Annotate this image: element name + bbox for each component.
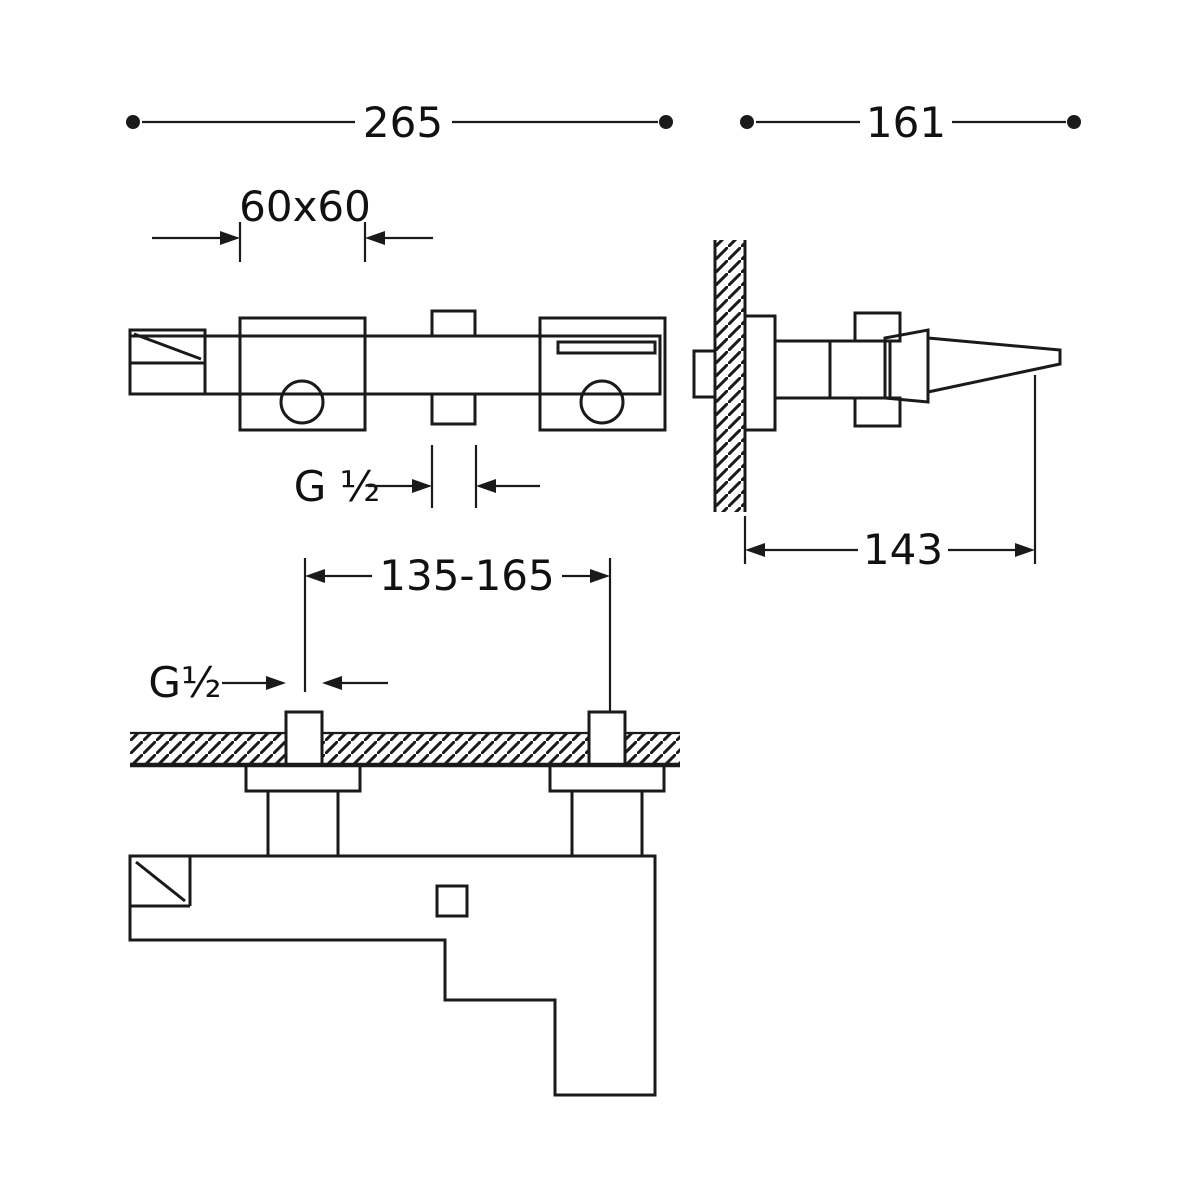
nub-bottom-side — [853, 396, 902, 428]
plan-view — [128, 309, 667, 432]
lever-diagonal — [133, 332, 202, 361]
dimension-label-g12-top: G ½ — [294, 462, 381, 511]
lever-handle-top — [128, 328, 207, 365]
dimension-label-g12-bottom: G½ — [148, 658, 221, 707]
left-flange — [244, 763, 362, 793]
body-slot — [556, 340, 657, 355]
front-view — [128, 710, 680, 1097]
outlet-nub-top — [430, 309, 477, 338]
outlet-nub-bottom — [430, 392, 477, 426]
dimension-overall-width: 265 — [126, 98, 673, 147]
arrowhead — [412, 479, 432, 493]
dimension-dot — [740, 115, 754, 129]
flange-side — [743, 314, 777, 432]
side-view — [692, 240, 1062, 512]
body-and-spout-profile — [128, 854, 657, 1097]
handle-pivot — [883, 328, 930, 404]
handle-lever — [926, 336, 1062, 394]
arrowhead — [266, 676, 286, 690]
dimension-label-60x60: 60x60 — [239, 182, 371, 231]
cartridge-housing — [828, 339, 892, 400]
right-flange — [548, 763, 666, 793]
wall-hatch-side — [715, 240, 745, 512]
arrowhead — [476, 479, 496, 493]
dimension-label-161: 161 — [866, 98, 946, 147]
mixer-body — [128, 334, 662, 396]
arrowhead — [590, 569, 610, 583]
left-mounting-circle — [279, 379, 325, 425]
dimension-projection-143: 143 — [743, 375, 1037, 574]
lever-diagonal — [135, 860, 186, 903]
in-wall-pipe — [692, 349, 717, 399]
dimension-hole-spacing: 135-165 — [303, 551, 612, 716]
right-supply-pipe — [587, 710, 627, 767]
dimension-thread-bottom: G½ — [148, 658, 388, 707]
right-mounting-circle — [579, 379, 625, 425]
arrowhead — [305, 569, 325, 583]
left-wall-flange — [238, 316, 367, 432]
dimension-side-width: 161 — [740, 98, 1081, 147]
left-supply-pipe — [284, 710, 324, 767]
dimension-dot — [659, 115, 673, 129]
right-wall-flange — [538, 316, 667, 432]
dimension-label-143: 143 — [863, 525, 943, 574]
body-side — [773, 339, 832, 400]
dimension-thread-top: G ½ — [294, 445, 540, 511]
diverter-square — [435, 884, 469, 918]
arrowhead — [322, 676, 342, 690]
dimension-dot — [1067, 115, 1081, 129]
dimension-label-135-165: 135-165 — [379, 551, 555, 600]
dimension-dot — [126, 115, 140, 129]
arrowhead — [1015, 543, 1035, 557]
dimension-label-265: 265 — [363, 98, 443, 147]
nub-top-side — [853, 311, 902, 343]
arrowhead — [745, 543, 765, 557]
left-union — [266, 789, 340, 858]
right-union — [570, 789, 644, 858]
arrowhead — [365, 231, 385, 245]
arrowhead — [220, 231, 240, 245]
dimension-flange-60x60: 60x60 — [152, 182, 433, 262]
